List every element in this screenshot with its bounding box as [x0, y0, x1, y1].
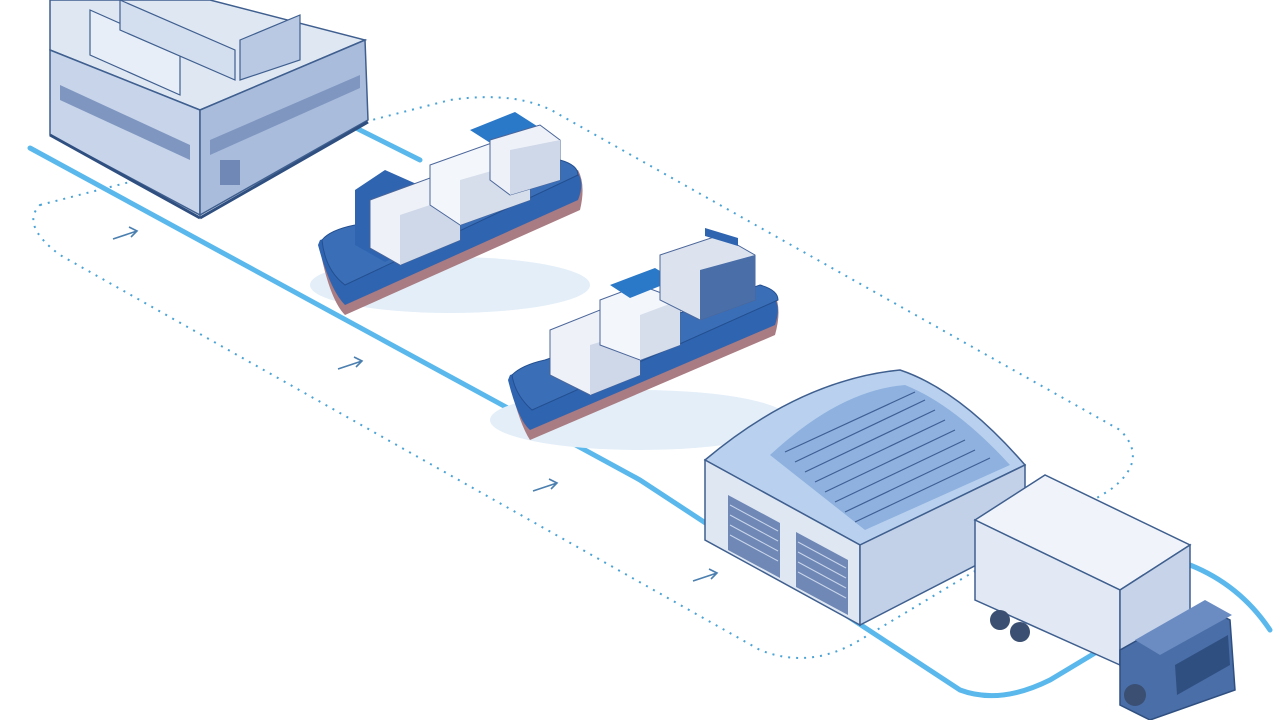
arrow-icon — [692, 568, 719, 582]
truck-icon — [973, 474, 1236, 720]
factory-icon — [49, 0, 369, 220]
route-line — [27, 145, 1273, 699]
arrow-icon — [112, 226, 139, 240]
cargo-ship-icon — [310, 112, 590, 315]
arrow-icon — [337, 356, 364, 370]
arrow-icon — [532, 478, 559, 492]
warehouse-icon — [703, 369, 1027, 627]
route-line-upper — [347, 122, 423, 163]
cargo-ship-icon — [490, 228, 790, 450]
direction-markers — [112, 226, 719, 582]
